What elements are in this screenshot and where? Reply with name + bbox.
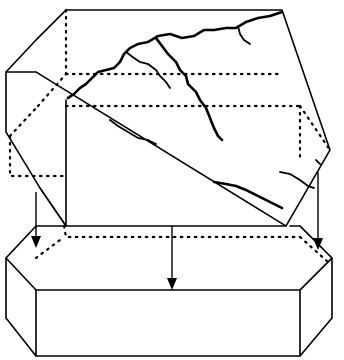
fracture-crack-right-tip — [316, 160, 320, 164]
fracture-crack-branch-1 — [126, 52, 170, 88]
fracture-crack-lower-right-2 — [280, 172, 314, 188]
drop-arrow-left — [31, 192, 41, 248]
fracture-crack-branch-3 — [238, 26, 250, 44]
fracture-crack-branch-2 — [156, 38, 222, 140]
upper-prism-hidden-mid-right — [300, 106, 330, 150]
drop-arrow-right — [313, 172, 323, 250]
fracture-crack-lower-right — [214, 182, 282, 208]
upper-prism-hidden-left-lower — [10, 106, 38, 136]
drop-arrow-center — [167, 226, 177, 290]
drop-arrows — [31, 172, 323, 290]
lower-slab-hidden-top-edge — [64, 226, 300, 237]
upper-prism-lower-left-diag — [40, 188, 66, 226]
upper-prism-hidden-bottom-left — [10, 136, 66, 176]
upper-prism-hidden-left-diag — [38, 74, 66, 106]
fracture-crack-main — [68, 12, 282, 98]
upper-prism-outline — [6, 10, 330, 226]
lower-slab-hidden-back-corner — [36, 237, 64, 258]
lower-hexagonal-slab — [6, 226, 332, 356]
fractured-upper-prism — [6, 10, 330, 226]
lower-slab-bottom-edge — [6, 318, 332, 356]
